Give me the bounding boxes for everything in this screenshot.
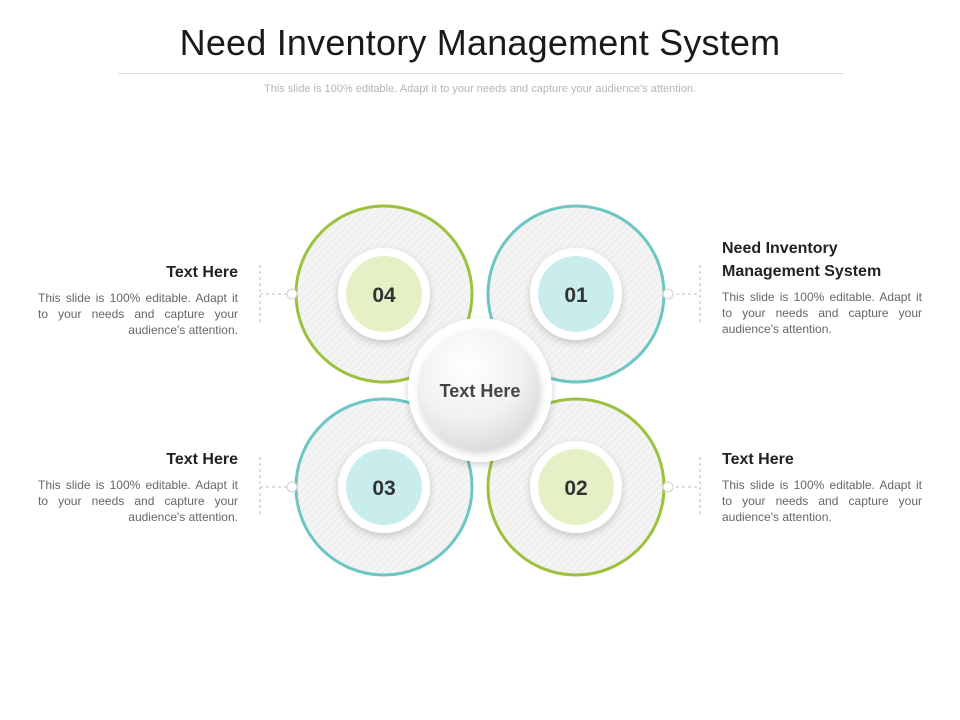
step-02-block: Text Here This slide is 100% editable. A…: [722, 448, 922, 525]
step-04-heading: Text Here: [166, 264, 238, 281]
connector-lines: [259, 265, 701, 517]
step-01-number: 01: [564, 284, 588, 307]
step-03-number: 03: [372, 477, 395, 500]
step-02-description: This slide is 100% editable. Adapt it to…: [722, 478, 922, 524]
center-hub: Text Here: [408, 318, 552, 462]
slide-title: Need Inventory Management System: [179, 22, 781, 63]
slide-subtitle: This slide is 100% editable. Adapt it to…: [264, 83, 696, 95]
step-04-block: Text Here This slide is 100% editable. A…: [38, 261, 238, 338]
step-04-circle: 04: [286, 204, 474, 384]
step-03-block: Text Here This slide is 100% editable. A…: [38, 448, 238, 525]
title-divider: [118, 73, 844, 74]
step-02-circle: 02: [486, 397, 674, 577]
step-02-number: 02: [564, 477, 587, 500]
step-04-description: This slide is 100% editable. Adapt it to…: [38, 291, 238, 337]
step-03-circle: 03: [286, 397, 474, 577]
step-03-heading: Text Here: [166, 451, 238, 468]
step-02-heading: Text Here: [722, 451, 794, 468]
step-01-heading: Need Inventory Management System: [722, 240, 882, 280]
step-03-description: This slide is 100% editable. Adapt it to…: [38, 478, 238, 524]
center-label: Text Here: [440, 381, 521, 401]
step-01-circle: 01: [486, 204, 674, 384]
step-01-description: This slide is 100% editable. Adapt it to…: [722, 290, 922, 336]
step-01-block: Need Inventory Management System This sl…: [722, 237, 922, 337]
step-04-number: 04: [372, 284, 396, 307]
